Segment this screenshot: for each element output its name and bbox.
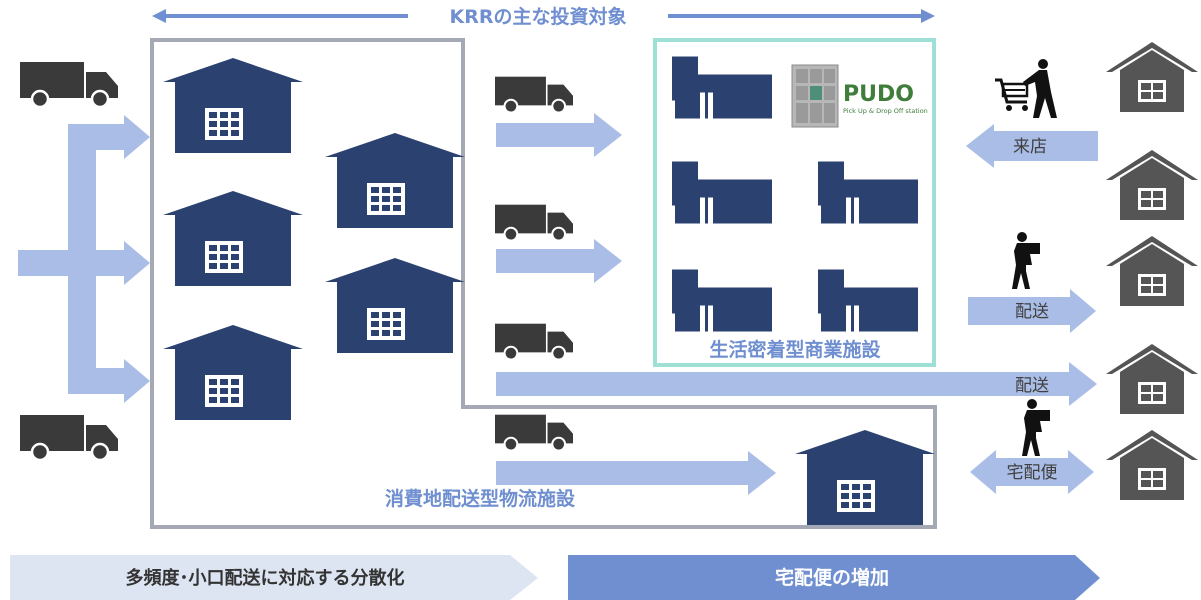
banner-left-text: 多頻度･小口配送に対応する分散化 bbox=[126, 567, 405, 589]
warehouse-icon bbox=[325, 133, 465, 228]
truck-icon bbox=[495, 322, 573, 361]
house-icon bbox=[1106, 150, 1198, 220]
outbound-arrows bbox=[496, 113, 1097, 495]
delivery-label-1: 配送 bbox=[1015, 302, 1049, 322]
bottom-banner-right: 宅配便の増加 bbox=[568, 555, 1100, 600]
pudo-logo-text: PUDO bbox=[843, 82, 914, 107]
delivery-label-2: 配送 bbox=[1015, 376, 1049, 396]
house-icon bbox=[1106, 344, 1198, 414]
store-icon bbox=[672, 161, 772, 224]
commercial-facility-frame bbox=[653, 38, 936, 367]
shopper-with-cart-icon bbox=[995, 58, 1059, 120]
bottom-banner-left: 多頻度･小口配送に対応する分散化 bbox=[10, 555, 538, 600]
visit-label: 来店 bbox=[1013, 137, 1047, 157]
truck-icon bbox=[20, 415, 118, 461]
courier-icon bbox=[1022, 399, 1050, 456]
pudo-station: PUDO Pick Up & Drop Off station bbox=[791, 64, 928, 128]
warehouse-icon bbox=[325, 258, 465, 353]
visit-arrow: 来店 bbox=[966, 124, 1098, 168]
house-icon bbox=[1106, 236, 1198, 306]
warehouse-icon bbox=[163, 58, 303, 153]
courier-icon bbox=[1012, 232, 1040, 289]
truck-icon bbox=[495, 413, 573, 452]
truck-icon bbox=[495, 75, 573, 114]
truck-icon bbox=[495, 203, 573, 242]
house-icon bbox=[1106, 430, 1198, 500]
title-arrow: KRRの主な投資対象 bbox=[152, 5, 935, 28]
delivery-arrow: 配送 bbox=[968, 289, 1096, 333]
commercial-facility-label: 生活密着型商業施設 bbox=[709, 338, 881, 361]
logistics-facility-frame bbox=[150, 38, 937, 529]
warehouse-icon bbox=[795, 430, 935, 525]
parcel-label: 宅配便 bbox=[1007, 463, 1058, 483]
house-icon bbox=[1106, 42, 1198, 112]
inbound-arrows bbox=[18, 115, 150, 403]
store-icon bbox=[672, 56, 772, 119]
pudo-tagline: Pick Up & Drop Off station bbox=[843, 107, 928, 115]
warehouse-icon bbox=[163, 191, 303, 286]
diagram-title: KRRの主な投資対象 bbox=[450, 5, 627, 28]
warehouse-icon bbox=[163, 325, 303, 420]
logistics-facility-label: 消費地配送型物流施設 bbox=[385, 487, 576, 510]
truck-icon bbox=[20, 62, 118, 108]
parcel-arrow: 宅配便 bbox=[970, 450, 1094, 494]
banner-right-text: 宅配便の増加 bbox=[775, 566, 889, 589]
store-icon bbox=[818, 161, 918, 224]
store-icon bbox=[672, 269, 772, 332]
store-icon bbox=[818, 269, 918, 332]
